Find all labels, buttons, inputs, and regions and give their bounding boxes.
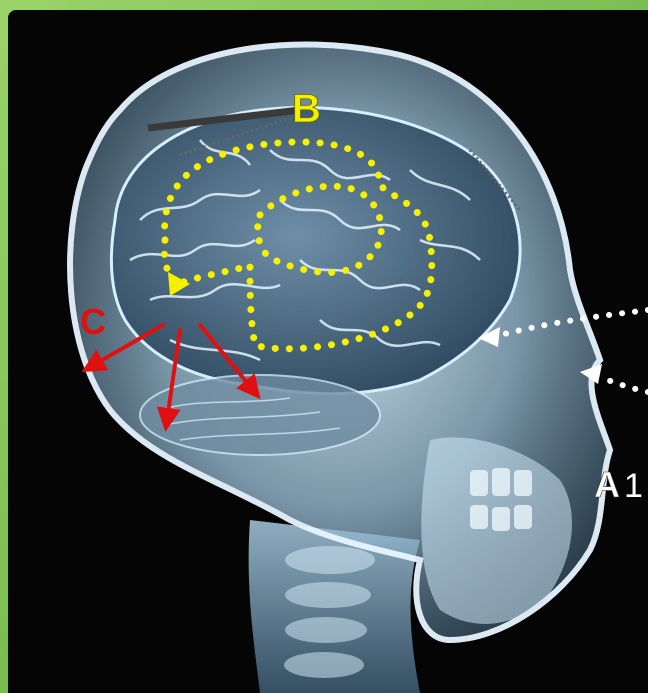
xray-skull-illustration: B C A 1 xyxy=(8,10,648,693)
label-a1-number: 1 xyxy=(624,467,643,505)
xray-image-panel: B C A 1 xyxy=(8,10,648,693)
label-a1-letter: A xyxy=(594,464,620,505)
label-b: B xyxy=(292,87,321,131)
cerebellum xyxy=(140,375,380,455)
label-c: C xyxy=(80,301,106,342)
white-dotted-arrow-lower xyxy=(600,377,648,392)
brain xyxy=(111,107,520,393)
